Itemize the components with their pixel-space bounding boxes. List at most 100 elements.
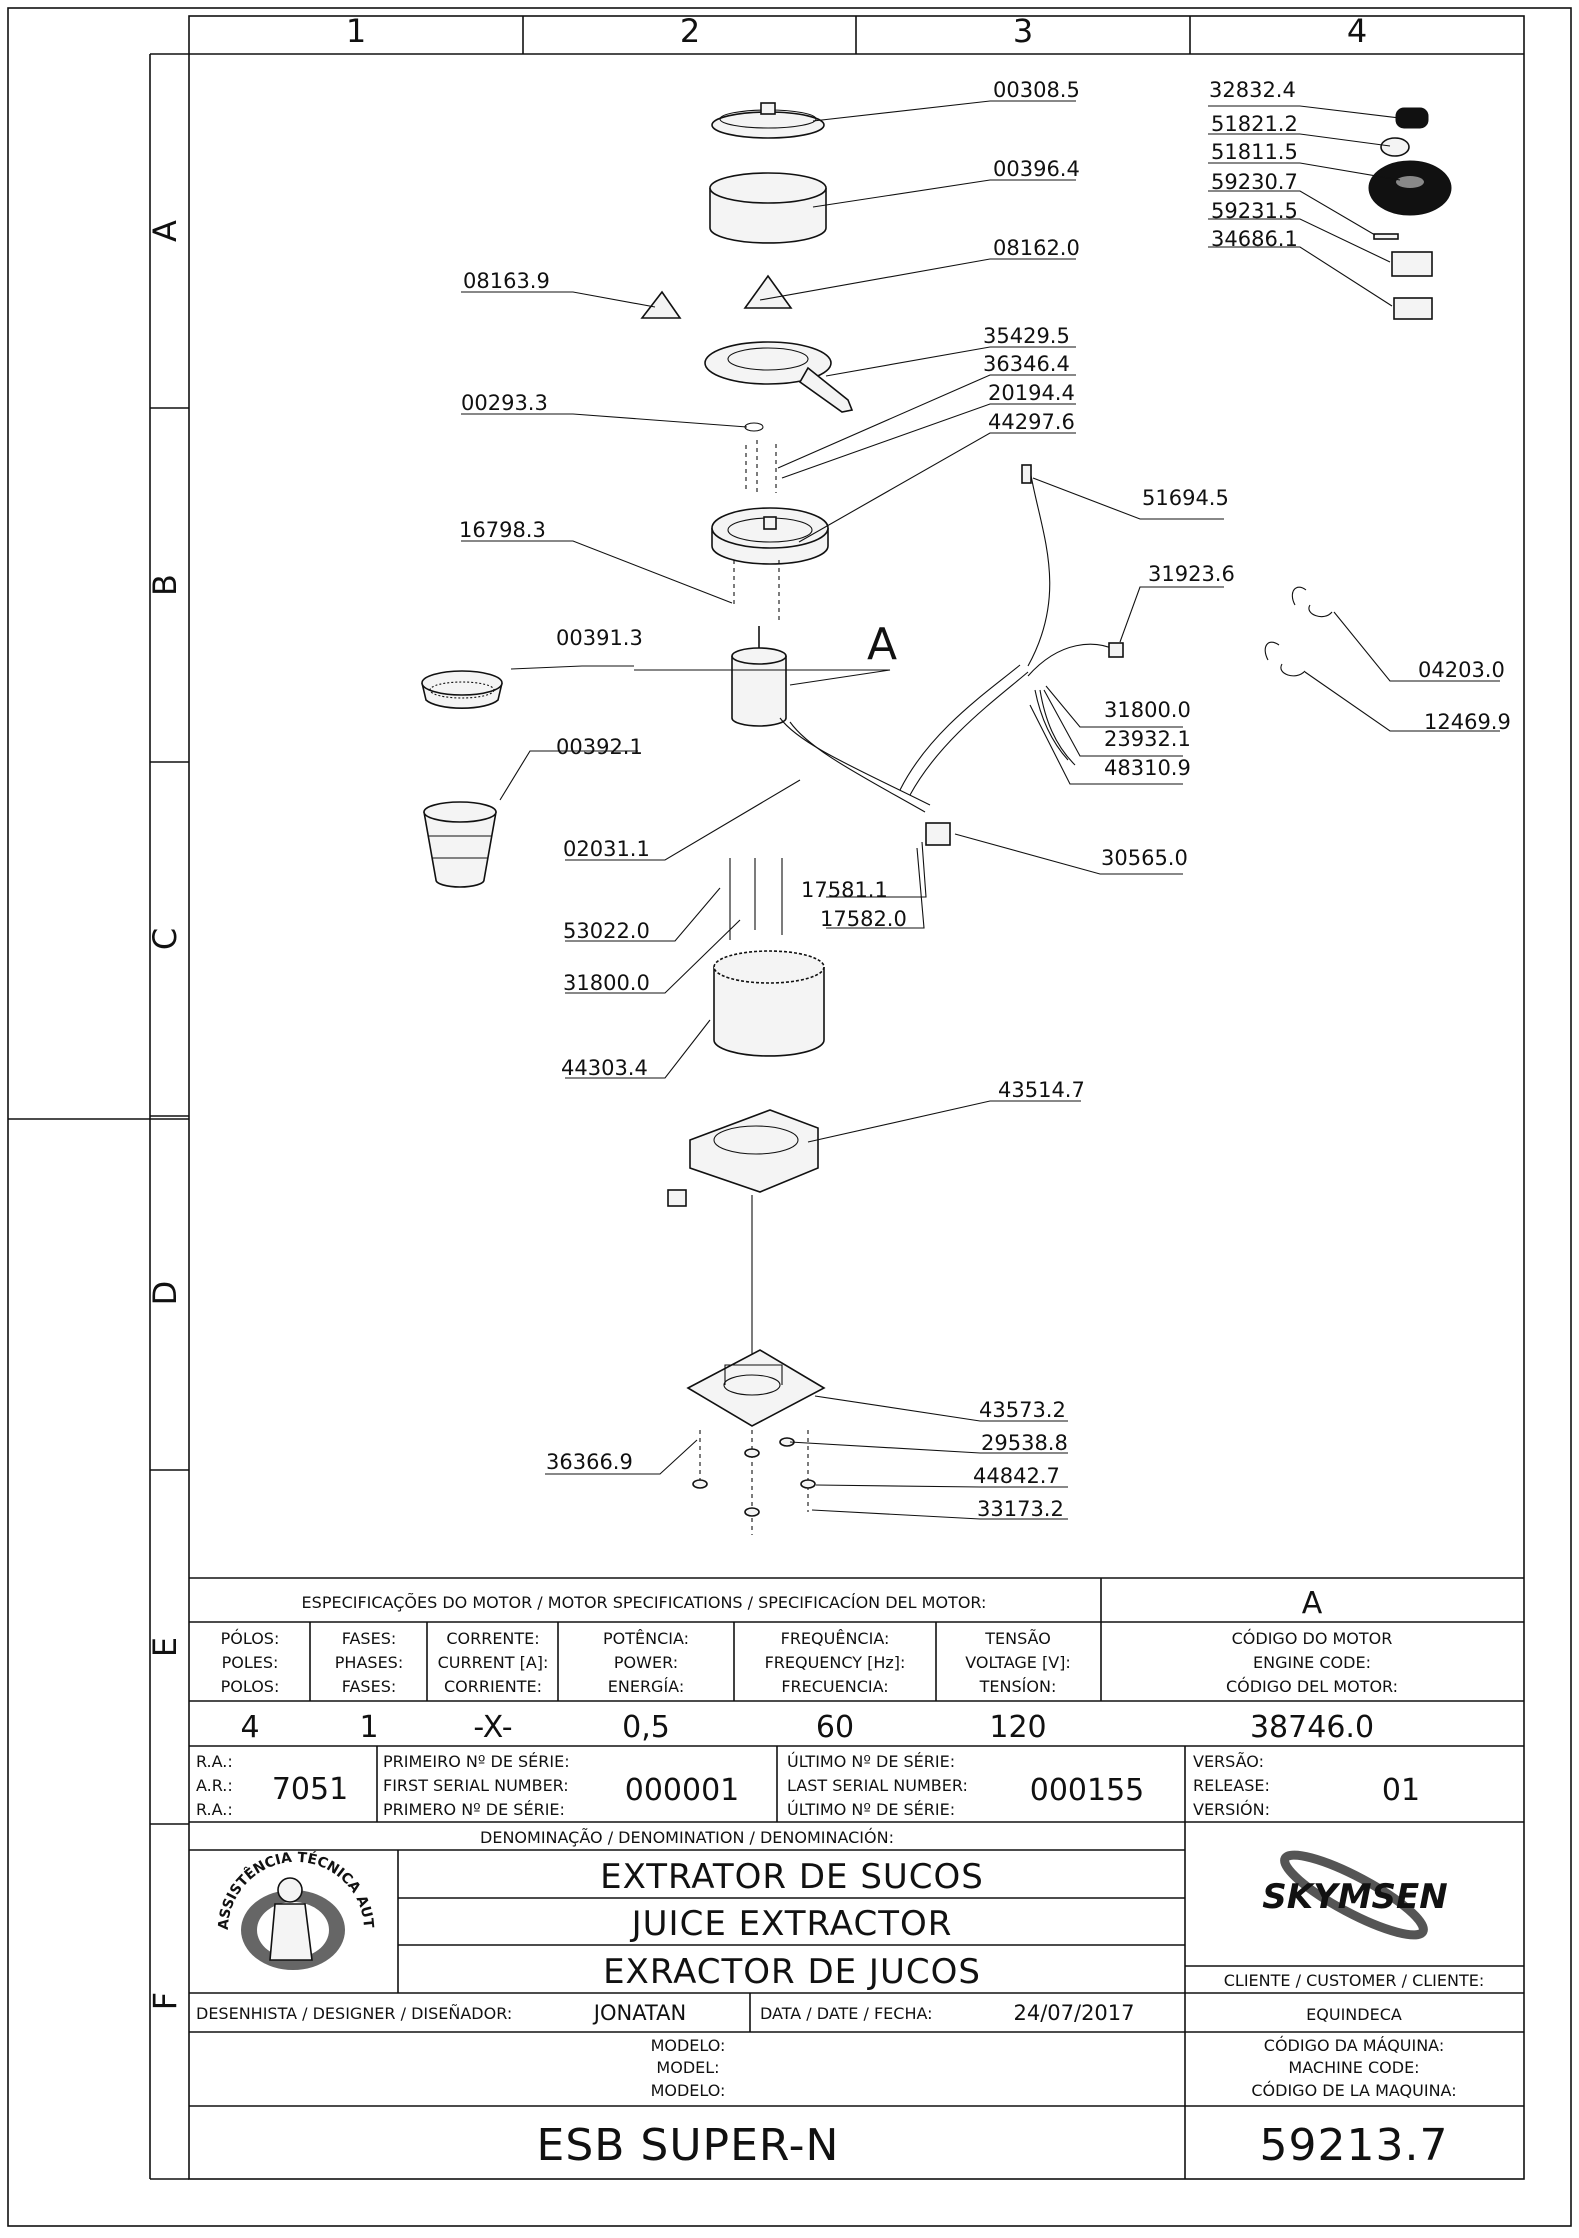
svg-text:FASES:: FASES: [342,1629,397,1648]
part-base-cylinder [713,950,825,1057]
part-cup [423,801,497,888]
part-label: 59231.5 [1211,199,1298,223]
part-label: 44842.7 [973,1464,1060,1488]
part-kit-label-large [1393,297,1433,320]
part-label: 00396.4 [993,157,1080,181]
grid-column-2: 2 [680,12,700,50]
part-sieve [421,670,503,709]
grid-row-b: B [146,574,184,596]
part-kit-label-small [1373,233,1399,240]
outer-border [7,7,1572,2227]
grid-column-4: 4 [1347,12,1367,50]
svg-text:VOLTAGE [V]:: VOLTAGE [V]: [965,1653,1071,1672]
brand-name: SKYMSEN [1262,1877,1447,1917]
svg-text:CORRIENTE:: CORRIENTE: [444,1677,542,1696]
svg-text:LAST SERIAL NUMBER:: LAST SERIAL NUMBER: [787,1776,968,1795]
svg-text:TENSÃO: TENSÃO [984,1629,1051,1648]
part-label: 31800.0 [1104,698,1191,722]
svg-text:FASES:: FASES: [342,1677,397,1696]
svg-text:ÚLTIMO Nº DE SÉRIE:: ÚLTIMO Nº DE SÉRIE: [787,1752,955,1771]
seal-text: ASSISTÊNCIA TÉCNICA AUTORIZADA [0,0,376,1930]
grid-column-1: 1 [346,12,366,50]
part-kit-cap [1395,107,1429,129]
part-pin-terminal [1108,642,1124,658]
first-serial-field: PRIMEIRO Nº DE SÉRIE: FIRST SERIAL NUMBE… [383,1752,739,1819]
machine-code-label: CÓDIGO DA MÁQUINA: [1264,2036,1444,2055]
svg-text:PRIMEIRO Nº DE SÉRIE:: PRIMEIRO Nº DE SÉRIE: [383,1752,570,1771]
svg-text:ENERGÍA:: ENERGÍA: [608,1677,684,1696]
part-label: 51821.2 [1211,112,1298,136]
motor-label: A [1302,1586,1323,1621]
model-label: MODELO: [651,2081,726,2100]
ra-field: R.A.: A.R.: R.A.: 7051 [196,1752,348,1819]
part-washer [744,422,764,432]
first-serial-value: 000001 [625,1773,740,1808]
part-label: 51811.5 [1211,140,1298,164]
part-kit-ring [1380,137,1410,157]
part-base [667,1109,819,1207]
part-motor [731,626,787,727]
model-label: MODEL: [656,2058,719,2077]
date-value: 24/07/2017 [1013,2001,1134,2025]
motor-spec-column-voltage: TENSÃO VOLTAGE [V]: TENSÍON: 120 [965,1629,1071,1745]
leader-lines [461,100,1500,1520]
svg-text:POTÊNCIA:: POTÊNCIA: [603,1629,689,1648]
part-rods [729,858,783,940]
svg-text:VERSÃO:: VERSÃO: [1193,1752,1264,1771]
svg-text:ÚLTIMO Nº DE SÉRIE:: ÚLTIMO Nº DE SÉRIE: [787,1800,955,1819]
svg-text:TENSÍON:: TENSÍON: [979,1677,1057,1696]
part-label: 12469.9 [1424,710,1511,734]
svg-text:FRECUENCIA:: FRECUENCIA: [781,1677,888,1696]
part-label: 35429.5 [983,324,1070,348]
part-feet [692,1430,816,1535]
motor-value-current: -X- [473,1710,512,1745]
svg-text:POLES:: POLES: [222,1653,279,1672]
part-label: 31923.6 [1148,562,1235,586]
part-switch [925,822,951,846]
last-serial-field: ÚLTIMO Nº DE SÉRIE: LAST SERIAL NUMBER: … [787,1752,1144,1819]
grid-row-e: E [146,1637,184,1657]
denomination-header: DENOMINAÇÃO / DENOMINATION / DENOMINACIÓ… [480,1828,894,1847]
designer-label: DESENHISTA / DESIGNER / DISEÑADOR: [196,2004,512,2023]
svg-text:CURRENT [A]:: CURRENT [A]: [438,1653,549,1672]
part-label: 00308.5 [993,78,1080,102]
svg-text:FIRST SERIAL NUMBER:: FIRST SERIAL NUMBER: [383,1776,569,1795]
motor-spec-column-poles: PÓLOS: POLES: POLOS: 4 [221,1629,280,1745]
motor-spec-column-current: CORRENTE: CURRENT [A]: CORRIENTE: -X- [438,1629,549,1745]
machine-code-label: CÓDIGO DE LA MAQUINA: [1251,2081,1456,2100]
model-label: MODELO: [651,2036,726,2055]
part-label: 44303.4 [561,1056,648,1080]
part-label: 43514.7 [998,1078,1085,1102]
part-label: 59230.7 [1211,170,1298,194]
svg-text:RELEASE:: RELEASE: [1193,1776,1270,1795]
part-label: 36346.4 [983,352,1070,376]
motor-value-voltage: 120 [989,1710,1046,1745]
part-label: 44297.6 [988,410,1075,434]
svg-text:POWER:: POWER: [614,1653,678,1672]
motor-spec-column-engine-code: CÓDIGO DO MOTOR ENGINE CODE: CÓDIGO DEL … [1226,1629,1398,1745]
part-label: 08163.9 [463,269,550,293]
part-label: 16798.3 [459,518,546,542]
svg-text:R.A.:: R.A.: [196,1752,233,1771]
part-label: 30565.0 [1101,846,1188,870]
part-label: 48310.9 [1104,756,1191,780]
svg-text:VERSIÓN:: VERSIÓN: [1193,1800,1270,1819]
part-kit-label-medium [1391,251,1433,277]
part-number-labels: 00308.5 00396.4 08162.0 08163.9 35429.5 … [459,78,1511,1521]
part-lid [711,102,825,139]
part-reamer-small [640,290,682,319]
part-hook-lower [1264,641,1306,677]
svg-text:CÓDIGO DO MOTOR: CÓDIGO DO MOTOR [1232,1629,1393,1648]
date-label: DATA / DATE / FECHA: [760,2004,933,2023]
version-field: VERSÃO: RELEASE: VERSIÓN: 01 [1193,1752,1420,1819]
svg-text:A.R.:: A.R.: [196,1776,233,1795]
svg-text:PRIMERO Nº DE SÉRIE:: PRIMERO Nº DE SÉRIE: [383,1800,565,1819]
customer-value: EQUINDECA [1306,2005,1402,2024]
motor-value-poles: 4 [240,1710,259,1745]
part-label: 02031.1 [563,837,650,861]
part-label: 17582.0 [820,907,907,931]
svg-text:FREQUÊNCIA:: FREQUÊNCIA: [781,1629,890,1648]
svg-text:CORRENTE:: CORRENTE: [446,1629,539,1648]
